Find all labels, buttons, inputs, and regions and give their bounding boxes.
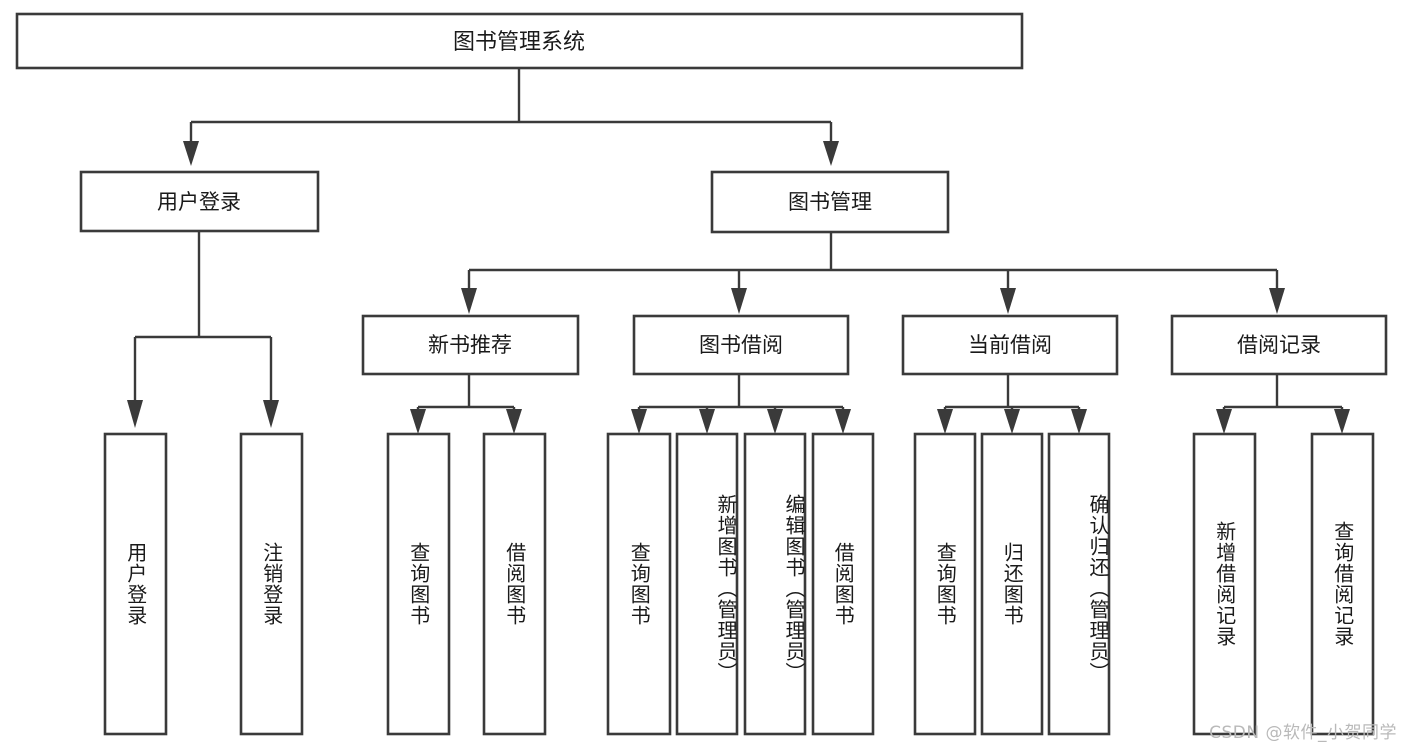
arrow-leaf-br-edit: [767, 409, 783, 434]
newbook-box[interactable]: [361, 314, 580, 376]
newbook-label: 新书推荐: [428, 333, 512, 357]
connector-group-newbook-children: [410, 374, 522, 434]
node-book-management[interactable]: 图书管理: [710, 170, 950, 234]
root-box[interactable]: [15, 12, 1024, 70]
leaf-box-user-logout[interactable]: [239, 432, 304, 736]
connector-group-bookmgmt-children: [461, 232, 1285, 314]
bookmgmt-box[interactable]: [710, 170, 950, 234]
bookmgmt-label: 图书管理: [788, 190, 872, 214]
arrow-leaf-rc-add: [1216, 409, 1232, 434]
leaf-box-cu-return-book[interactable]: [980, 432, 1044, 736]
connector-group-root-to-level1: [183, 68, 839, 166]
current-box[interactable]: [901, 314, 1119, 376]
arrow-leaf-user-logout: [263, 400, 279, 428]
login-label: 用户登录: [157, 190, 241, 214]
leaf-box-nb-borrow-book[interactable]: [482, 432, 547, 736]
leaf-box-rc-add-record[interactable]: [1192, 432, 1257, 736]
arrow-to-login: [183, 141, 199, 166]
arrow-leaf-nb-query: [410, 409, 426, 434]
node-current-borrow[interactable]: 当前借阅: [901, 314, 1119, 376]
connector-group-current-children: [937, 374, 1087, 434]
leaf-box-br-edit-book[interactable]: [743, 432, 807, 736]
csdn-watermark: CSDN @软件_小贺同学: [1209, 723, 1397, 743]
record-box[interactable]: [1170, 314, 1388, 376]
leaf-box-cu-confirm-return[interactable]: [1047, 432, 1111, 736]
leaf-box-nb-query-book[interactable]: [386, 432, 451, 736]
arrow-leaf-cu-confirm: [1071, 409, 1087, 434]
leaf-box-br-add-book[interactable]: [675, 432, 739, 736]
arrow-leaf-rc-query: [1334, 409, 1350, 434]
arrow-leaf-cu-query: [937, 409, 953, 434]
borrow-label: 图书借阅: [699, 333, 783, 357]
arrow-leaf-br-add: [699, 409, 715, 434]
arrow-leaf-br-borrow: [835, 409, 851, 434]
node-borrow-record[interactable]: 借阅记录: [1170, 314, 1388, 376]
arrow-to-borrow: [731, 288, 747, 314]
connector-group-login-children: [127, 231, 279, 428]
borrow-box[interactable]: [632, 314, 850, 376]
arrow-leaf-nb-borrow: [506, 409, 522, 434]
current-label: 当前借阅: [968, 333, 1052, 357]
login-box[interactable]: [79, 170, 320, 233]
arrow-to-current: [1000, 288, 1016, 314]
leaf-box-cu-query-book[interactable]: [913, 432, 977, 736]
arrow-leaf-br-query: [631, 409, 647, 434]
leaf-box-rc-query-record[interactable]: [1310, 432, 1375, 736]
arrow-to-record: [1269, 288, 1285, 314]
leaf-box-br-borrow-book[interactable]: [811, 432, 875, 736]
node-book-borrow[interactable]: 图书借阅: [632, 314, 850, 376]
arrow-leaf-cu-return: [1004, 409, 1020, 434]
node-user-login[interactable]: 用户登录: [79, 170, 320, 233]
arrow-to-newbook: [461, 288, 477, 314]
node-new-book-recommend[interactable]: 新书推荐: [361, 314, 580, 376]
leaf-box-br-query-book[interactable]: [606, 432, 672, 736]
record-label: 借阅记录: [1237, 333, 1321, 357]
node-root[interactable]: 图书管理系统: [15, 12, 1024, 70]
arrow-to-bookmgmt: [823, 141, 839, 166]
root-label: 图书管理系统: [453, 30, 585, 55]
arrow-leaf-user-login: [127, 400, 143, 428]
connector-group-borrow-children: [631, 374, 851, 434]
leaf-box-user-login[interactable]: [103, 432, 168, 736]
connector-group-record-children: [1216, 374, 1350, 434]
